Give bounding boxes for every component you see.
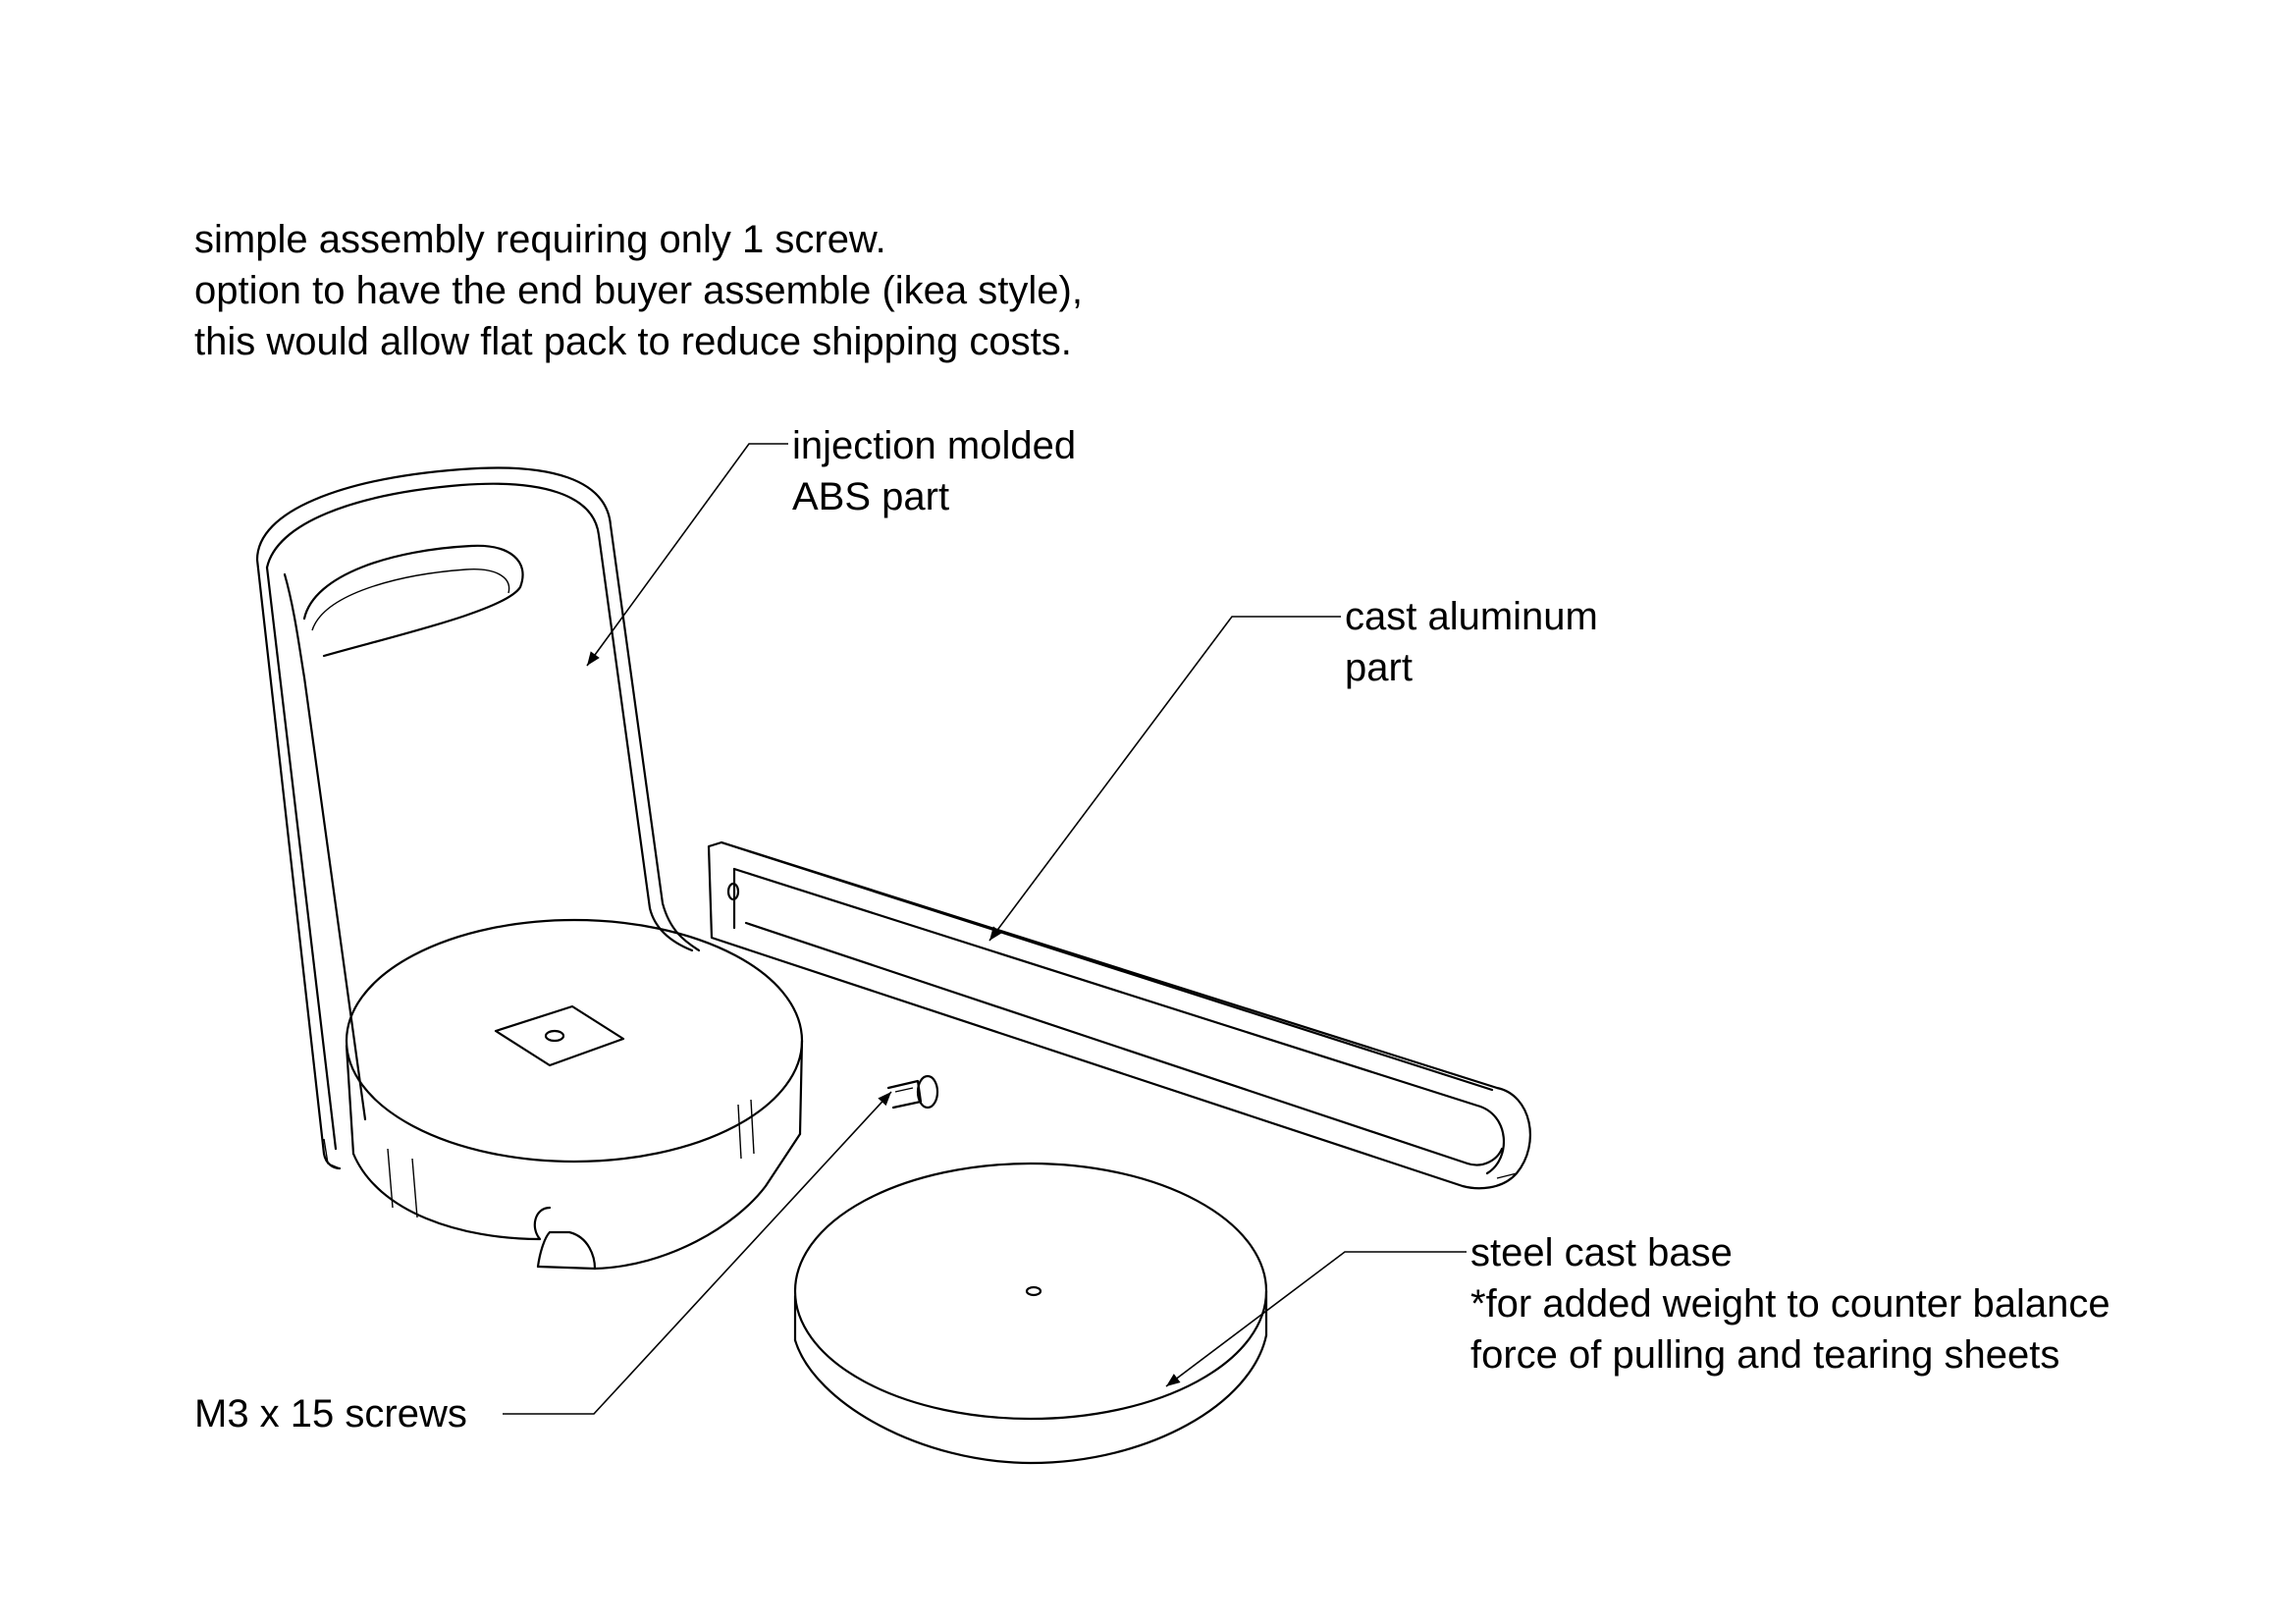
leader-screw — [503, 1091, 892, 1415]
label-screw: M3 x 15 screws — [194, 1392, 467, 1435]
leader-steel — [1165, 1251, 1467, 1387]
screw-part — [886, 1074, 939, 1110]
label-abs-line-1: injection molded — [792, 424, 1077, 467]
label-aluminum-line-1: cast aluminum — [1345, 595, 1598, 638]
note-line-2: option to have the end buyer assemble (i… — [194, 269, 1083, 312]
label-steel-line-3: force of pulling and tearing sheets — [1470, 1333, 2060, 1377]
leader-aluminum — [988, 616, 1341, 942]
note-line-3: this would allow flat pack to reduce shi… — [194, 320, 1072, 363]
abs-holder-part — [255, 466, 804, 1271]
note-line-1: simple assembly requiring only 1 screw. — [194, 218, 886, 261]
label-aluminum-line-2: part — [1345, 646, 1413, 689]
label-abs-line-2: ABS part — [792, 475, 950, 518]
steel-base-part — [793, 1162, 1268, 1465]
aluminum-arm-part — [707, 840, 1531, 1190]
label-steel-line-2: *for added weight to counter balance — [1470, 1282, 2110, 1326]
leader-abs — [586, 443, 788, 667]
label-steel-line-1: steel cast base — [1470, 1231, 1733, 1274]
